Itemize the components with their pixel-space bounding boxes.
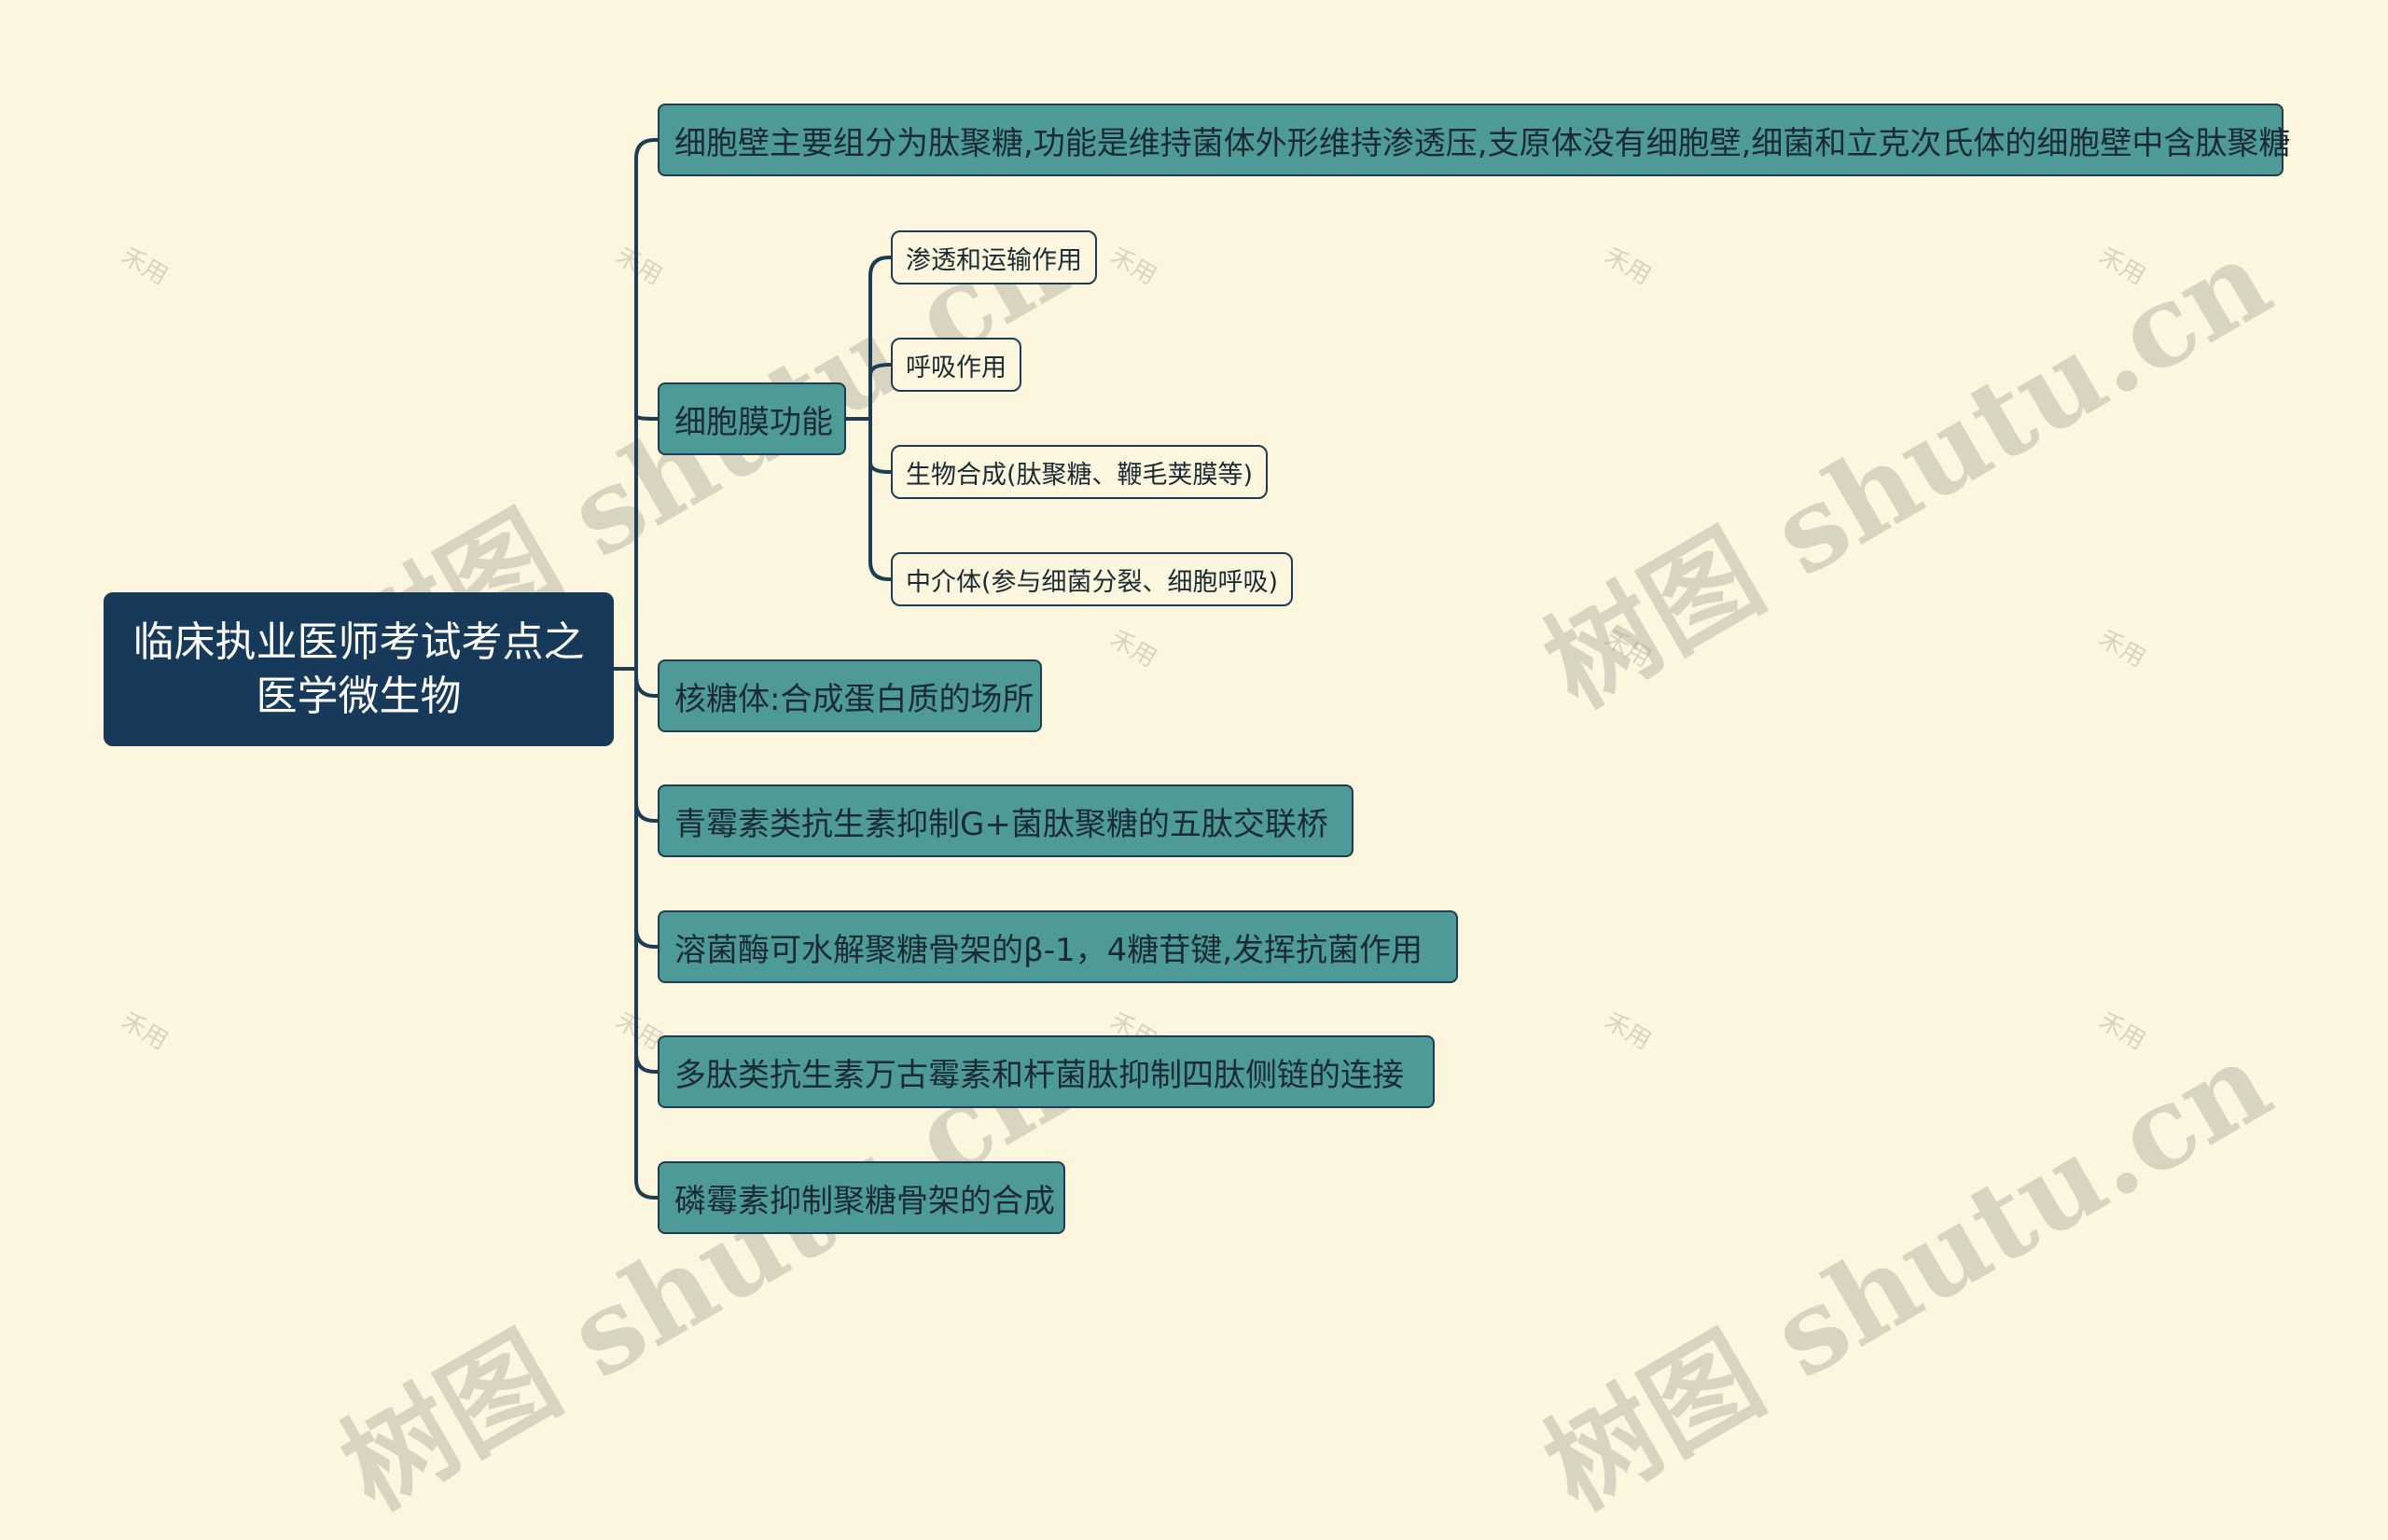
connector-branch-4 — [634, 926, 660, 949]
branch-node-penicillin[interactable]: 青霉素类抗生素抑制G+菌肽聚糖的五肽交联桥 — [658, 784, 1354, 857]
connector-sub-0 — [868, 256, 893, 278]
branch-node-fosfomycin[interactable]: 磷霉素抑制聚糖骨架的合成 — [658, 1161, 1065, 1234]
branch-label: 青霉素类抗生素抑制G+菌肽聚糖的五肽交联桥 — [674, 805, 1328, 843]
branch-label: 核糖体:合成蛋白质的场所 — [674, 680, 1034, 718]
branch-label: 溶菌酶可水解聚糖骨架的β-1，4糖苷键,发挥抗菌作用 — [674, 931, 1423, 969]
branch-node-ribosome[interactable]: 核糖体:合成蛋白质的场所 — [658, 659, 1042, 732]
branch-node-lysozyme[interactable]: 溶菌酶可水解聚糖骨架的β-1，4糖苷键,发挥抗菌作用 — [658, 910, 1458, 983]
branch-node-polypeptide[interactable]: 多肽类抗生素万古霉素和杆菌肽抑制四肽侧链的连接 — [658, 1035, 1435, 1108]
connector-sub-3 — [868, 560, 893, 581]
branch-label: 细胞壁主要组分为肽聚糖,功能是维持菌体外形维持渗透压,支原体没有细胞壁,细菌和立… — [674, 124, 2291, 162]
leaf-node-biosynthesis[interactable]: 生物合成(肽聚糖、鞭毛荚膜等) — [891, 445, 1269, 499]
root-label: 临床执业医师考试考点之医学微生物 — [132, 617, 585, 720]
connector-branch-6 — [634, 1178, 660, 1200]
leaf-node-transport[interactable]: 渗透和运输作用 — [891, 230, 1097, 284]
connector-sub-2 — [868, 461, 893, 474]
leaf-label: 呼吸作用 — [906, 353, 1007, 382]
connector-branch-5 — [634, 1051, 660, 1074]
connector-branch-3 — [634, 800, 660, 823]
leaf-label: 生物合成(肽聚糖、鞭毛荚膜等) — [906, 460, 1254, 490]
leaf-node-mesosome[interactable]: 中介体(参与细菌分裂、细胞呼吸) — [891, 552, 1294, 606]
connector-branch-0 — [634, 138, 660, 160]
branch-node-cell-membrane[interactable]: 细胞膜功能 — [658, 382, 846, 455]
leaf-node-respiration[interactable]: 呼吸作用 — [891, 338, 1021, 392]
connector-sub-1 — [868, 363, 893, 377]
branch-label: 磷霉素抑制聚糖骨架的合成 — [674, 1182, 1055, 1220]
connector-branch-1 — [634, 414, 660, 421]
branch-node-cell-wall[interactable]: 细胞壁主要组分为肽聚糖,功能是维持菌体外形维持渗透压,支原体没有细胞壁,细菌和立… — [658, 104, 2290, 176]
branch-label: 细胞膜功能 — [674, 403, 833, 441]
connector-lines — [612, 138, 893, 1200]
branch-label: 多肽类抗生素万古霉素和杆菌肽抑制四肽侧链的连接 — [674, 1056, 1404, 1094]
leaf-label: 渗透和运输作用 — [906, 245, 1082, 275]
root-node[interactable]: 临床执业医师考试考点之医学微生物 — [104, 592, 614, 746]
connector-branch-2 — [634, 674, 660, 698]
leaf-label: 中介体(参与细菌分裂、细胞呼吸) — [906, 567, 1279, 597]
